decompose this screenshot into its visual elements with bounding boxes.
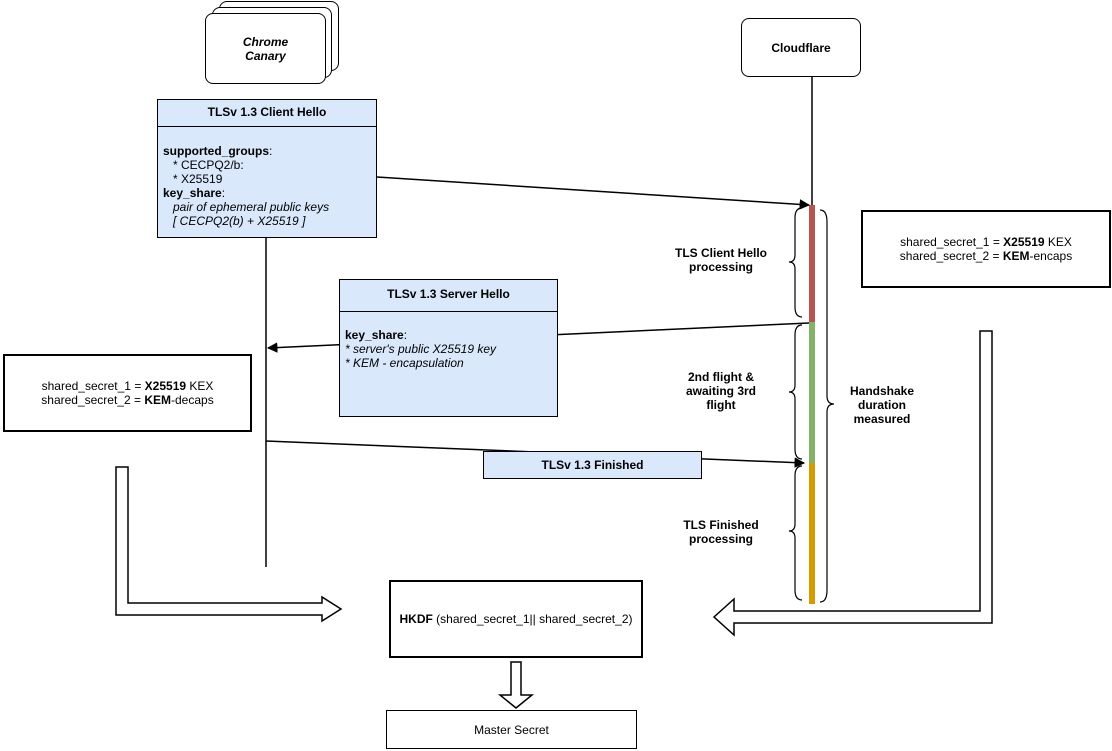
brace-finished [788,465,803,601]
client-hello-title: TLSv 1.3 Client Hello [158,100,376,127]
client-key-share-key: key_share [163,186,222,200]
client-key-share-line-1: pair of ephemeral public keys [173,200,330,214]
client-actor-name-1: Chrome [242,34,289,49]
hkdf-to-master-arrow [497,661,535,709]
brace-client-hello [788,207,803,318]
server-secrets-box: shared_secret_1 = X25519 KEX shared_secr… [861,210,1111,288]
label-second-flight: 2nd flight & awaiting 3rd flight [685,370,756,412]
label-finished-processing: TLS Finished processing [683,518,759,546]
client-secret-1: shared_secret_1 = X25519 KEX [41,379,214,393]
label-handshake-duration: Handshake duration measured [849,384,915,426]
hkdf-box: HKDF (shared_secret_1|| shared_secret_2) [389,580,643,658]
server-key-share-key: key_share [345,328,404,342]
client-hello-message: TLSv 1.3 Client Hello supported_groups: … [157,99,377,238]
server-hello-title: TLSv 1.3 Server Hello [340,280,557,312]
client-actor: Chrome Canary [205,13,326,84]
brace-second-flight [788,324,803,460]
label-client-hello-processing: TLS Client Hello processing [674,246,767,274]
group-cecpq2: * CECPQ2/b: [173,158,244,172]
client-hello-body: supported_groups: * CECPQ2/b: * X25519 k… [158,127,376,228]
server-key-share-line-2: * KEM - encapsulation [345,356,464,370]
server-secret-1: shared_secret_1 = X25519 KEX [900,235,1072,249]
client-secret-2: shared_secret_2 = KEM-decaps [41,393,214,407]
client-secrets-box: shared_secret_1 = X25519 KEX shared_secr… [3,354,252,432]
client-key-share-line-2: [ CECPQ2(b) + X25519 ] [173,214,306,228]
server-to-hkdf-arrow [712,330,993,637]
server-actor-name: Cloudflare [771,40,831,55]
server-key-share-line-1: * server's public X25519 key [345,342,497,356]
client-hello-arrow [376,176,811,210]
server-hello-message: TLSv 1.3 Server Hello key_share: * serve… [339,279,558,417]
master-secret-box: Master Secret [386,710,637,749]
group-x25519: * X25519 [173,172,223,186]
brace-handshake [819,209,835,603]
supported-groups-key: supported_groups [163,144,270,158]
hkdf-text: HKDF (shared_secret_1|| shared_secret_2) [399,612,633,626]
server-actor: Cloudflare [741,18,861,77]
client-to-hkdf-arrow [115,466,343,623]
master-secret-label: Master Secret [474,722,549,737]
finished-message: TLSv 1.3 Finished [483,451,702,479]
finished-title: TLSv 1.3 Finished [541,458,644,472]
client-actor-name-2: Canary [245,48,286,63]
server-hello-body: key_share: * server's public X25519 key … [340,312,557,370]
server-secret-2: shared_secret_2 = KEM-encaps [899,249,1073,263]
